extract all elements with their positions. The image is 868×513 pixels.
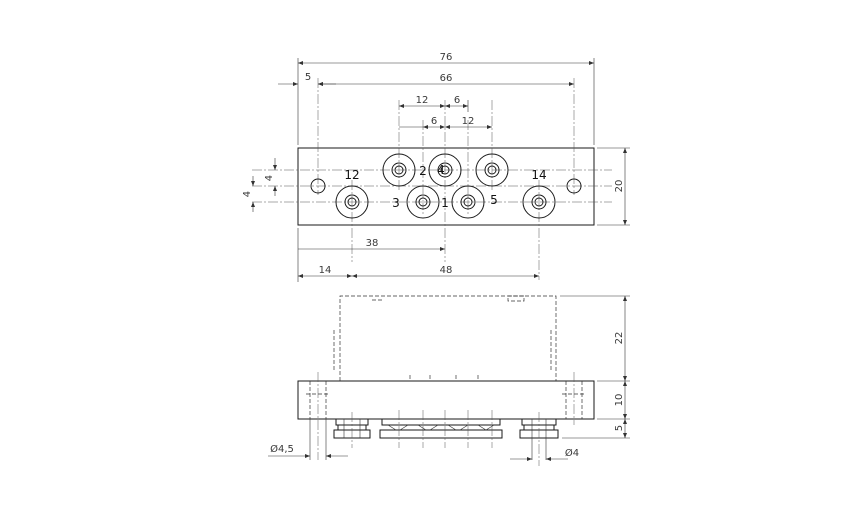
svg-text:6: 6 [454,95,460,106]
port-14-upper-fitting [475,153,509,187]
right-mounting-hole-hidden [562,372,586,425]
dim-body-height: 22 [560,295,630,382]
side-view: 22 10 5 Ø4,5 Ø4 [268,295,630,466]
port-12-fitting [335,185,369,219]
port-label-14: 14 [531,168,546,182]
dim-hole-diameter: Ø4,5 [268,419,348,460]
left-mounting-hole-hidden [306,372,330,460]
dim-row-offset-inner: 4 [264,158,277,196]
right-mounting-hole [566,178,582,194]
port-label-4: 4 [437,163,445,177]
svg-text:10: 10 [614,394,625,407]
dim-edge-hole-offset: 5 [278,72,336,86]
port-label-3: 3 [392,196,400,210]
dim-overall-width: 76 [297,52,595,145]
dim-row-offset-outer: 4 [242,176,255,212]
svg-text:12: 12 [416,95,429,106]
port-label-2: 2 [419,164,427,178]
svg-text:12: 12 [462,116,475,127]
port-3-fitting [406,185,440,219]
left-mounting-hole [310,178,326,194]
svg-text:22: 22 [614,332,625,345]
svg-text:76: 76 [440,52,453,63]
svg-text:14: 14 [319,265,332,276]
port-label-12: 12 [344,168,359,182]
svg-text:6: 6 [431,116,437,127]
dim-upper-pitches: 12 6 [399,95,469,112]
svg-text:20: 20 [614,180,625,193]
port-label-5: 5 [490,193,498,207]
dim-bottom-chain: 14 48 [298,265,539,278]
dim-lower-pitches: 6 12 [399,116,492,129]
svg-text:66: 66 [440,73,453,84]
port-4-fitting [428,153,462,187]
dim-fitting-height: 5 [562,419,630,439]
top-view: 12 2 4 14 3 1 5 76 5 66 12 [242,52,630,282]
port-centerlines [317,78,575,280]
svg-text:Ø4: Ø4 [565,447,579,459]
valve-body-hidden [333,295,557,381]
port-2-fitting [382,153,416,187]
dim-plate-height: 20 [597,147,630,226]
svg-text:38: 38 [366,238,379,249]
dim-port12-to-port1: 38 [297,228,445,282]
manifold-base-block [297,380,595,420]
port-5-fitting [451,185,485,219]
port-14-fitting [522,185,556,219]
dim-tube-diameter: Ø4 [510,447,579,461]
svg-text:4: 4 [242,191,253,197]
dim-edge-hole-spacing: 66 [318,73,574,86]
svg-text:5: 5 [614,425,625,431]
dim-base-height: 10 [597,381,630,420]
svg-text:48: 48 [440,265,453,276]
bottom-fittings [333,410,559,466]
svg-text:Ø4,5: Ø4,5 [270,443,294,455]
manifold-plate-outline [297,147,595,226]
svg-text:5: 5 [305,72,311,83]
svg-text:4: 4 [264,175,275,181]
port-label-1: 1 [441,196,449,210]
